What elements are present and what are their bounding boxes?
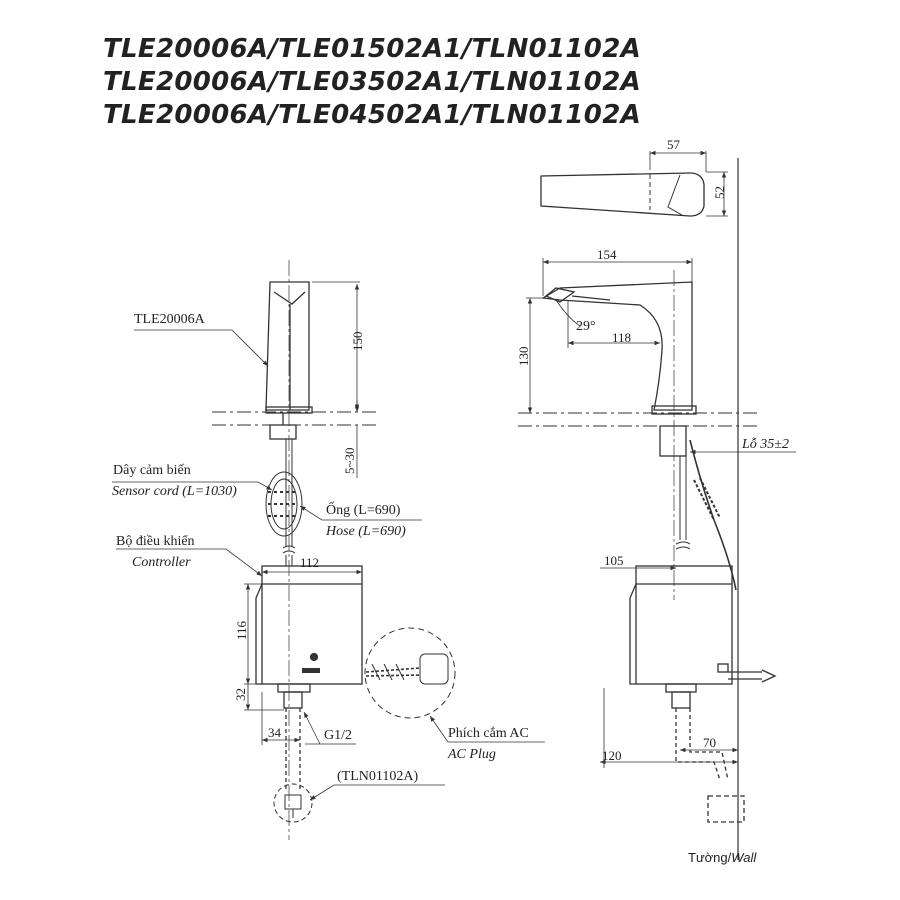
label-faucet-model: TLE20006A <box>134 312 206 327</box>
controller-box-front <box>255 565 363 790</box>
label-valve-model: (TLN01102A) <box>337 769 418 784</box>
label-wall-vi: Tường/ <box>688 850 732 865</box>
top-view <box>540 150 739 860</box>
label-controller-en: Controller <box>132 555 191 570</box>
controller-box-side <box>629 565 777 823</box>
label-wall: Tường/Wall <box>688 850 757 865</box>
front-leaders <box>112 329 545 801</box>
dim-controller-height: 116 <box>234 620 249 640</box>
dim-side-height: 130 <box>516 347 531 367</box>
faucet-body-side <box>541 281 697 457</box>
dim-controller-width: 112 <box>300 555 319 570</box>
front-view <box>112 260 545 840</box>
label-sensor-cord-vi: Dây cảm biến <box>113 463 191 478</box>
side-view <box>518 258 796 823</box>
label-sensor-cord-en: Sensor cord (L=1030) <box>112 484 237 499</box>
ac-plug-detail <box>364 627 456 719</box>
model-title-3: TLE20006A/TLE04502A1/TLN01102A <box>103 100 642 130</box>
label-hose-vi: Ống (L=690) <box>326 500 401 518</box>
dim-fitting-offset: 34 <box>268 725 282 740</box>
label-thread: G1/2 <box>324 728 352 743</box>
dim-fitting-height: 32 <box>233 688 248 701</box>
dim-wall-gap: 70 <box>703 735 716 750</box>
dim-deck-thickness: 5~30 <box>342 447 357 474</box>
dim-side-outlet: 118 <box>612 330 631 345</box>
valve-detail <box>273 783 313 823</box>
label-wall-en: Wall <box>731 850 757 865</box>
label-hole: Lỗ 35±2 <box>741 437 789 452</box>
dim-wall-offset: 120 <box>602 748 622 763</box>
dim-spout-height: 150 <box>350 332 365 352</box>
front-dimensions <box>244 281 362 745</box>
label-controller-vi: Bộ điều khiển <box>116 534 195 549</box>
sensor-cord-coil <box>265 471 303 537</box>
label-ac-plug-en: AC Plug <box>447 747 496 762</box>
dim-side-ctrl-depth: 105 <box>604 553 624 568</box>
label-angle: 29° <box>576 319 596 334</box>
dim-side-reach: 154 <box>597 247 617 262</box>
side-hose <box>675 439 737 591</box>
faucet-body-front <box>265 281 313 440</box>
dim-top-depth: 52 <box>712 186 727 199</box>
dim-top-width: 57 <box>667 137 681 152</box>
label-hose-en: Hose (L=690) <box>325 524 406 539</box>
model-title-2: TLE20006A/TLE03502A1/TLN01102A <box>103 67 642 97</box>
label-ac-plug-vi: Phích cắm AC <box>448 726 529 741</box>
side-dimensions <box>526 258 796 768</box>
model-title-1: TLE20006A/TLE01502A1/TLN01102A <box>103 34 642 64</box>
counter-line <box>212 411 376 426</box>
